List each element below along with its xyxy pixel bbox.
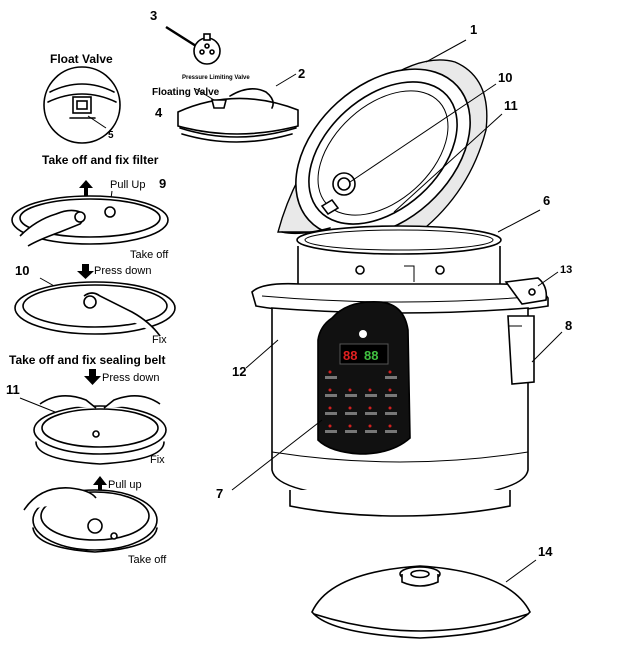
number-10-lid: 10 — [498, 70, 512, 85]
open-lid — [277, 59, 488, 238]
glass-lid: 14 — [311, 544, 553, 639]
arrow-down-icon — [84, 369, 101, 385]
number-2: 2 — [298, 66, 305, 81]
number-10-left: 10 — [15, 263, 29, 278]
fix-seal-label: Fix — [150, 454, 165, 466]
filter-section: Take off and fix filter Pull Up 9 Take o… — [11, 153, 176, 346]
number-8: 8 — [565, 318, 572, 333]
cooker: 1 10 11 6 13 8 — [216, 22, 572, 517]
number-4: 4 — [155, 105, 163, 120]
number-9: 9 — [159, 176, 166, 191]
number-5: 5 — [108, 130, 114, 141]
number-1: 1 — [470, 22, 477, 37]
display-left: 88 — [343, 348, 357, 363]
handle — [504, 277, 548, 305]
pull-up-seal-label: Pull up — [108, 479, 142, 491]
arrow-down-icon — [77, 264, 94, 279]
number-11-lid: 11 — [504, 98, 518, 113]
valve-parts: 3 Pressure Limiting Valve Floating Valve… — [150, 8, 305, 143]
arrow-up-icon — [93, 476, 107, 493]
number-6: 6 — [543, 193, 550, 208]
condensation-cup — [507, 315, 535, 385]
number-3: 3 — [150, 8, 157, 23]
number-11-left: 11 — [6, 382, 20, 397]
float-valve-label: Float Valve — [50, 52, 113, 66]
number-12: 12 — [232, 364, 246, 379]
arrow-up-icon — [79, 180, 93, 196]
number-7: 7 — [216, 486, 223, 501]
floating-valve-label: Floating Valve — [152, 87, 220, 98]
fix-filter-label: Fix — [152, 334, 167, 346]
take-off-filter-label: Take off — [130, 249, 169, 261]
control-panel: 88 88 — [317, 301, 411, 455]
pull-up-filter-label: Pull Up — [110, 179, 145, 191]
pressure-limiting-valve-label: Pressure Limiting Valve — [182, 75, 250, 81]
sealing-heading: Take off and fix sealing belt — [9, 353, 165, 367]
number-14: 14 — [538, 544, 553, 559]
display-right: 88 — [364, 348, 378, 363]
float-valve-detail: Float Valve 5 — [43, 52, 121, 144]
sealing-belt-section: Take off and fix sealing belt Press down… — [6, 353, 167, 566]
number-13: 13 — [560, 264, 572, 276]
press-down-seal-label: Press down — [102, 372, 159, 384]
take-off-seal-label: Take off — [128, 554, 167, 566]
press-down-filter-label: Press down — [94, 265, 151, 277]
inner-pot — [296, 225, 502, 295]
filter-heading: Take off and fix filter — [42, 153, 159, 167]
